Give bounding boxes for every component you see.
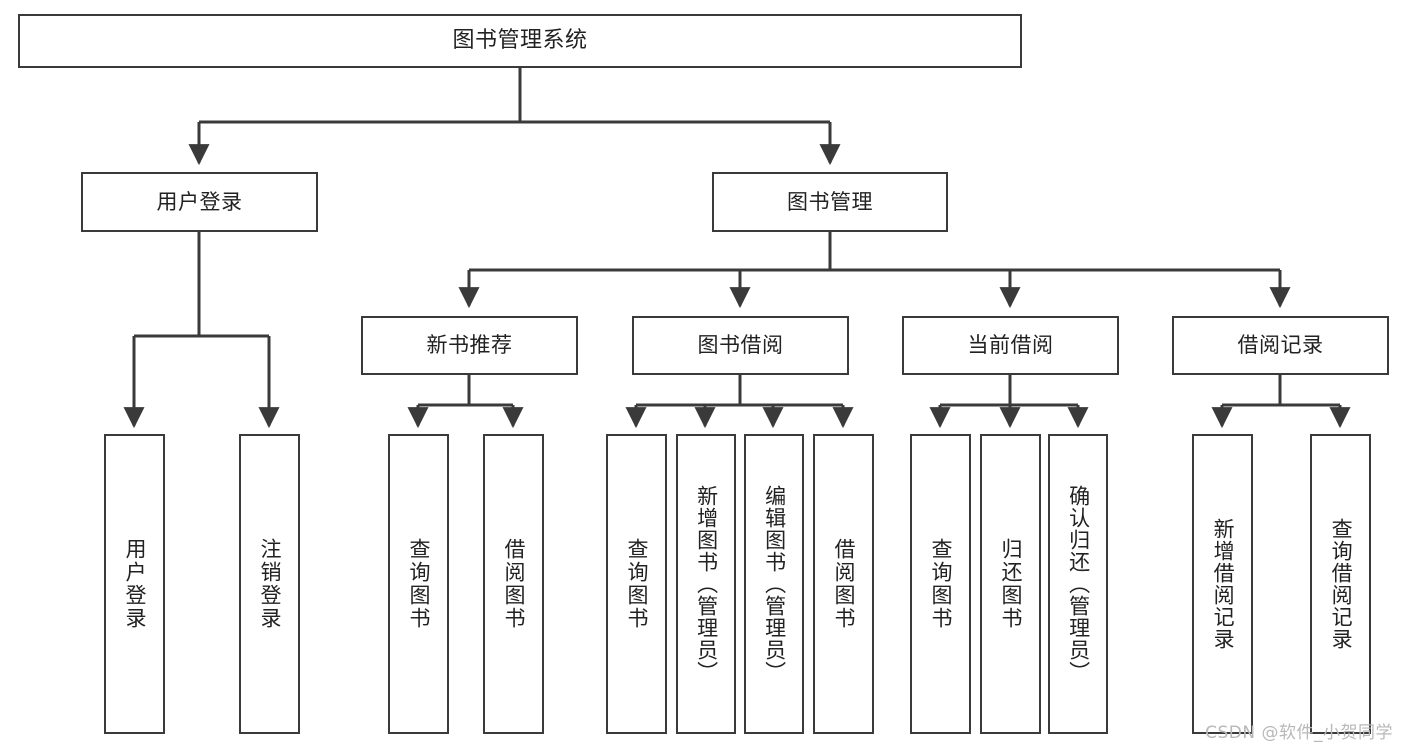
- node-new-book-recommend[interactable]: 新书推荐: [361, 316, 578, 375]
- node-borrow-record[interactable]: 借阅记录: [1172, 316, 1389, 375]
- leaf-current-return[interactable]: 归还图书: [980, 434, 1041, 734]
- leaf-new-book-query[interactable]: 查询图书: [388, 434, 449, 734]
- leaf-label: 用户登录: [122, 538, 147, 630]
- node-book-borrow[interactable]: 图书借阅: [632, 316, 849, 375]
- leaf-label: 确认归还（管理员）: [1066, 485, 1091, 683]
- node-user-login-label: 用户登录: [156, 189, 243, 214]
- node-current-borrow[interactable]: 当前借阅: [902, 316, 1119, 375]
- leaf-borrow-query[interactable]: 查询图书: [606, 434, 667, 734]
- leaf-current-confirm-return[interactable]: 确认归还（管理员）: [1048, 434, 1108, 734]
- leaf-label: 查询图书: [928, 538, 953, 630]
- node-root-label: 图书管理系统: [452, 28, 588, 54]
- leaf-user-login-login[interactable]: 用户登录: [104, 434, 165, 734]
- leaf-label: 编辑图书（管理员）: [762, 485, 787, 683]
- leaf-user-login-logout[interactable]: 注销登录: [239, 434, 300, 734]
- node-borrow-record-label: 借阅记录: [1237, 333, 1324, 358]
- node-new-book-recommend-label: 新书推荐: [426, 333, 513, 358]
- leaf-label: 查询图书: [624, 538, 649, 630]
- node-root[interactable]: 图书管理系统: [18, 14, 1022, 68]
- leaf-label: 查询借阅记录: [1329, 518, 1354, 650]
- node-book-borrow-label: 图书借阅: [697, 333, 784, 358]
- leaf-borrow-add-book[interactable]: 新增图书（管理员）: [676, 434, 736, 734]
- leaf-label: 借阅图书: [831, 538, 856, 630]
- node-book-management-label: 图书管理: [787, 189, 873, 214]
- leaf-label: 归还图书: [998, 538, 1023, 630]
- leaf-label: 新增借阅记录: [1211, 518, 1236, 650]
- leaf-label: 借阅图书: [501, 538, 526, 630]
- node-current-borrow-label: 当前借阅: [967, 333, 1054, 358]
- leaf-borrow-edit-book[interactable]: 编辑图书（管理员）: [744, 434, 804, 734]
- leaf-label: 注销登录: [257, 538, 282, 630]
- leaf-current-query[interactable]: 查询图书: [910, 434, 971, 734]
- leaf-new-book-borrow[interactable]: 借阅图书: [483, 434, 544, 734]
- leaf-borrow-borrow-book[interactable]: 借阅图书: [813, 434, 874, 734]
- leaf-record-add[interactable]: 新增借阅记录: [1192, 434, 1253, 734]
- leaf-label: 新增图书（管理员）: [694, 485, 719, 683]
- node-book-management[interactable]: 图书管理: [712, 172, 948, 232]
- csdn-watermark: CSDN @软件_小贺同学: [1205, 723, 1393, 743]
- node-user-login[interactable]: 用户登录: [81, 172, 318, 232]
- leaf-label: 查询图书: [406, 538, 431, 630]
- leaf-record-query[interactable]: 查询借阅记录: [1310, 434, 1371, 734]
